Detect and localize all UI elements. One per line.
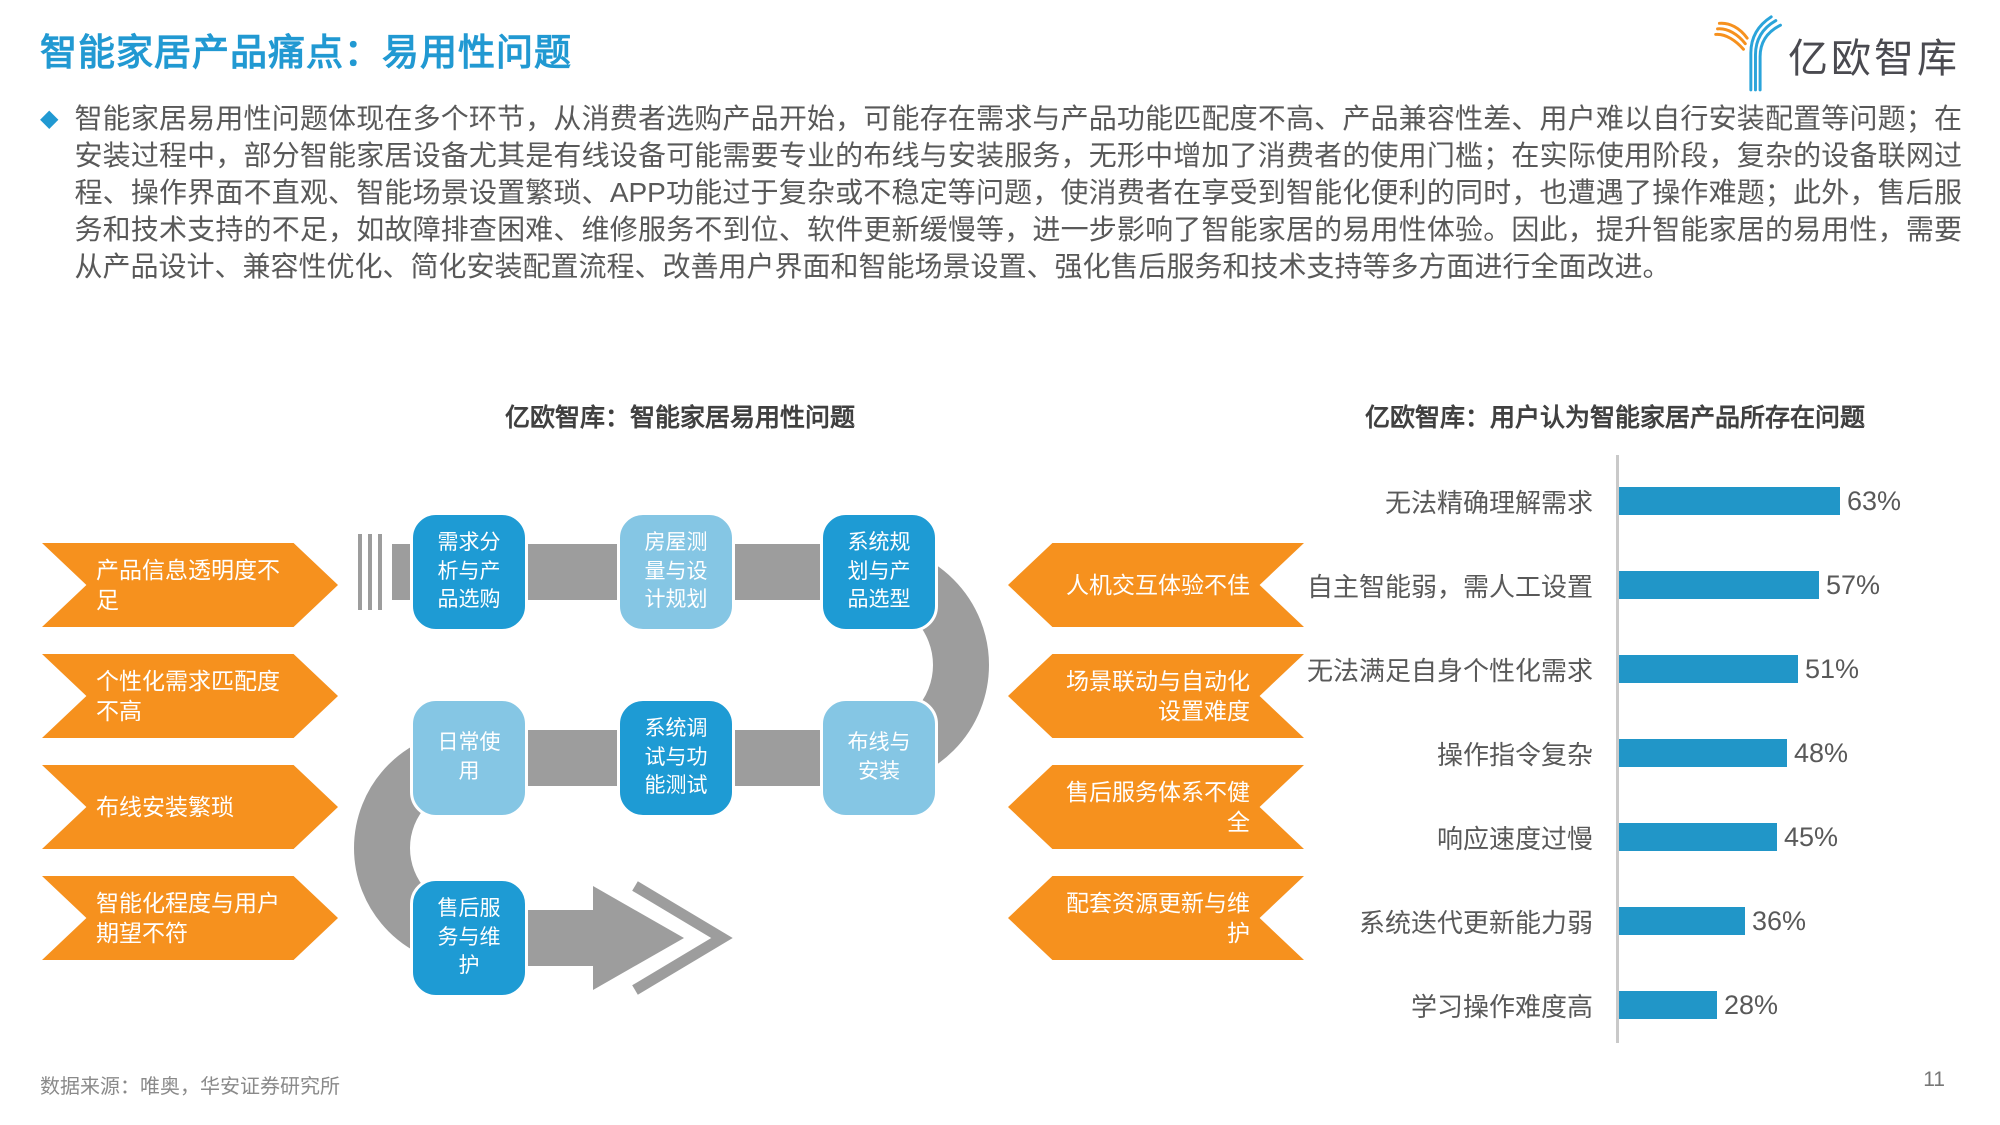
chart-value-label: 36% [1752, 905, 1807, 936]
chart-row: 系统迭代更新能力弱 36% [1290, 904, 1980, 938]
chart-row: 自主智能弱，需人工设置 57% [1290, 568, 1980, 602]
pain-right-resources: 配套资源更新与维护 [1008, 876, 1304, 960]
flow-diagram-title: 亿欧智库：智能家居易用性问题 [504, 404, 855, 432]
pain-left-info-transparency: 产品信息透明度不足 [42, 543, 338, 627]
chart-category-label: 操作指令复杂 [1436, 739, 1593, 770]
chart-axis-line [1616, 455, 1619, 1043]
chart-value-label: 63% [1847, 485, 1902, 516]
flow-step-system-planning: 系统规划与产品选型 [820, 512, 938, 632]
chart-bar [1619, 907, 1745, 935]
chart-bar [1619, 823, 1777, 851]
flow-step-house-measure: 房屋测量与设计规划 [617, 512, 735, 632]
chart-row: 学习操作难度高 28% [1290, 988, 1980, 1022]
flow-step-debug-test: 系统调试与功能测试 [617, 698, 735, 818]
chart-value-label: 28% [1724, 989, 1779, 1020]
chart-category-label: 无法精确理解需求 [1384, 487, 1593, 518]
chart-value-label: 57% [1826, 569, 1881, 600]
data-source-note: 数据来源：唯奥，华安证券研究所 [40, 1076, 340, 1098]
chart-row: 无法满足自身个性化需求 51% [1290, 652, 1980, 686]
chart-category-label: 自主智能弱，需人工设置 [1306, 571, 1593, 602]
brand-logo-text: 亿欧智库 [1788, 36, 1960, 81]
flow-end-chevron-icon [632, 881, 733, 995]
chart-value-label: 51% [1805, 653, 1860, 684]
pain-right-scene-automation: 场景联动与自动化设置难度 [1008, 654, 1304, 738]
chart-value-label: 45% [1784, 821, 1839, 852]
flow-step-demand-analysis: 需求分析与产品选购 [410, 512, 528, 632]
chart-bar [1619, 487, 1840, 515]
logo-blue-strokes [1749, 15, 1782, 92]
intro-text: 智能家居易用性问题体现在多个环节，从消费者选购产品开始，可能存在需求与产品功能匹… [74, 103, 1962, 282]
flow-step-aftersales: 售后服务与维护 [410, 878, 528, 998]
flow-step-wiring-install: 布线与安装 [820, 698, 938, 818]
page-title: 智能家居产品痛点：易用性问题 [40, 32, 572, 73]
logo-orange-strokes [1714, 21, 1749, 51]
pain-left-expectation: 智能化程度与用户期望不符 [42, 876, 338, 960]
brand-logo-icon [1712, 12, 1786, 97]
chart-bar [1619, 739, 1787, 767]
diamond-bullet-icon: ◆ [40, 105, 59, 132]
chart-category-label: 无法满足自身个性化需求 [1306, 655, 1593, 686]
chart-category-label: 响应速度过慢 [1436, 823, 1593, 854]
chart-bar [1619, 991, 1717, 1019]
pain-right-hci: 人机交互体验不佳 [1008, 543, 1304, 627]
bar-chart-title: 亿欧智库：用户认为智能家居产品所存在问题 [1364, 404, 1865, 432]
chart-bar [1619, 655, 1798, 683]
chart-row: 操作指令复杂 48% [1290, 736, 1980, 770]
chart-row: 响应速度过慢 45% [1290, 820, 1980, 854]
page-number: 11 [1923, 1068, 1945, 1091]
pain-left-personalization: 个性化需求匹配度不高 [42, 654, 338, 738]
chart-value-label: 48% [1794, 737, 1849, 768]
brand-logo: 亿欧智库 [1712, 12, 1960, 97]
chart-bar [1619, 571, 1819, 599]
chart-category-label: 系统迭代更新能力弱 [1358, 907, 1593, 938]
pain-left-wiring: 布线安装繁琐 [42, 765, 338, 849]
chart-category-label: 学习操作难度高 [1410, 991, 1593, 1022]
chart-row: 无法精确理解需求 63% [1290, 484, 1980, 518]
intro-paragraph: ◆ 智能家居易用性问题体现在多个环节，从消费者选购产品开始，可能存在需求与产品功… [40, 100, 1962, 285]
pain-right-aftersales: 售后服务体系不健全 [1008, 765, 1304, 849]
flow-end-arrowhead-icon [593, 886, 684, 990]
flow-step-daily-use: 日常使用 [410, 698, 528, 818]
bar-chart: 无法精确理解需求 63% 自主智能弱，需人工设置 57% 无法满足自身个性化需求… [1290, 455, 1980, 1050]
flow-start-marker [358, 534, 382, 610]
